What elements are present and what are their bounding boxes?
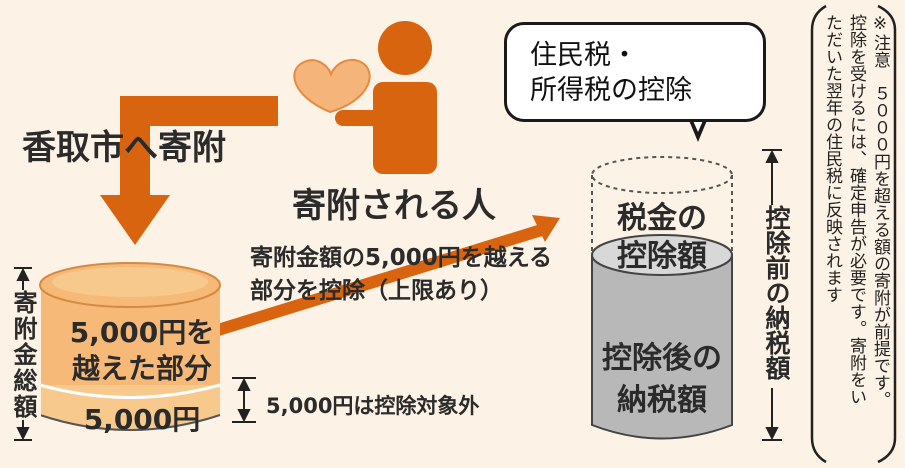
hand-icon xyxy=(360,110,400,124)
speech-bubble-text: 住民税・ 所得税の控除 xyxy=(530,38,692,108)
exempt-label: 5,000円は控除対象外 xyxy=(266,394,480,418)
right-cylinder xyxy=(591,156,733,440)
bubble-line-2: 所得税の控除 xyxy=(530,75,692,106)
left-side-label: 寄附金総額 xyxy=(6,290,41,420)
donation-title: 香取市へ寄附 xyxy=(22,128,226,168)
deduction-arrow xyxy=(216,215,560,336)
right-bottom-label: 控除後の 納税額 xyxy=(592,338,732,422)
right-top-line-1: 税金の xyxy=(617,201,707,236)
arrow-label: 寄附金額の5,000円を越える 部分を控除（上限あり） xyxy=(250,242,552,308)
cylinder-upper-line-1: 5,000円を xyxy=(69,316,215,349)
exempt-bracket xyxy=(232,377,256,423)
note-frame xyxy=(810,4,897,464)
note-column-3: ただいた翌年の住民税に反映されます xyxy=(822,14,842,303)
cylinder-upper-line-2: 越えた部分 xyxy=(71,352,212,385)
right-bracket xyxy=(762,149,782,441)
heart-icon xyxy=(293,59,371,114)
right-side-label: 控除前の納税額 xyxy=(758,205,794,380)
donation-flow-arrow xyxy=(100,96,278,245)
bubble-line-1: 住民税・ xyxy=(530,40,638,71)
left-cylinder xyxy=(39,262,221,431)
right-top-label: 税金の 控除額 xyxy=(592,200,732,276)
right-top-line-2: 控除額 xyxy=(617,239,707,274)
arrow-label-line-2: 部分を控除（上限あり） xyxy=(250,278,503,304)
cylinder-upper-label: 5,000円を 越えた部分 xyxy=(62,315,222,387)
arrow-label-line-1: 寄附金額の5,000円を越える xyxy=(250,245,553,271)
note-column-1: ※注意 ５０００円を超える額の寄附が前提です。 xyxy=(870,14,890,408)
person-label: 寄附される人 xyxy=(292,186,496,226)
right-bottom-line-1: 控除後の xyxy=(602,341,722,376)
note-column-2: 控除を受けるには、確定申告が必要です。寄附をい xyxy=(846,14,866,405)
right-bottom-line-2: 納税額 xyxy=(617,383,707,418)
speech-bubble xyxy=(504,22,766,122)
cylinder-lower-label: 5,000円 xyxy=(83,403,201,436)
note-box: ※注意 ５０００円を超える額の寄附が前提です。 控除を受けるには、確定申告が必要… xyxy=(807,0,905,468)
